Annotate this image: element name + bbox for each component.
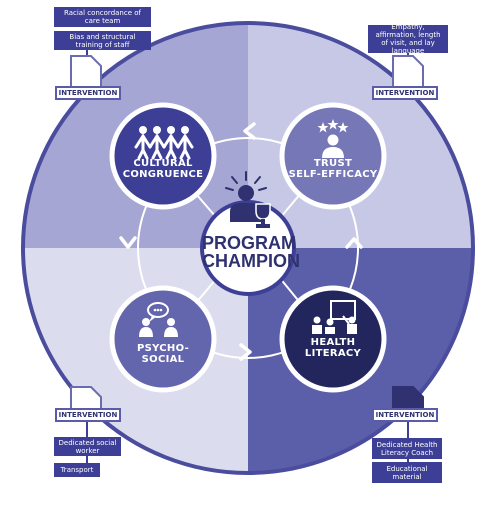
intervention-tag-top-right: INTERVENTION [372,86,438,100]
person-stars-icon [317,119,349,158]
people-group-icon [134,126,194,160]
outer-ring [21,21,475,475]
arrow-right-icon [239,343,252,361]
node-cultural-label-line2: CONGRUENCE [122,169,204,180]
node-cultural-label: CULTURAL CONGRUENCE [118,158,208,180]
intervention-item: Dedicated social worker [54,437,121,456]
node-cultural-label-line1: CULTURAL [133,158,193,169]
intervention-item: Educational material [372,462,442,483]
intervention-tag-bottom-right: INTERVENTION [372,408,438,422]
conversation-icon [139,302,178,337]
arrow-up-icon [345,237,363,249]
document-icon-top-right [392,55,424,89]
node-psycho-label: PSYCHO-SOCIAL [118,343,208,365]
document-icon-top-left [70,55,102,89]
node-health [279,285,387,393]
node-trust [279,102,387,210]
intervention-item: Racial concordance of care team [54,7,151,27]
node-health-label: HEALTH LITERACY [288,337,378,359]
document-icon-bottom-right [392,386,424,412]
intervention-tag-bottom-left: INTERVENTION [55,408,121,422]
center-title-line2: CHAMPION [202,251,300,271]
center-title: PROGRAM CHAMPION [202,233,300,271]
arrow-down-icon [119,236,137,249]
node-health-label-line1: HEALTH [310,337,356,348]
center-champion [200,171,296,296]
node-psycho [109,285,217,393]
champion-trophy-icon [225,171,271,228]
node-trust-label-line1: TRUST [313,158,353,169]
node-trust-label: TRUST SELF-EFFICACY [288,158,378,180]
center-title-line1: PROGRAM [202,233,296,253]
intervention-tag-top-left: INTERVENTION [55,86,121,100]
node-health-label-line2: LITERACY [304,348,362,359]
intervention-item: Transport [54,463,100,477]
intervention-item: Dedicated Health Literacy Coach [372,438,442,459]
cycle-arrows [119,122,363,361]
intervention-item: Empathy, affirmation, length of visit, a… [368,23,448,55]
node-psycho-label-line1: PSYCHO-SOCIAL [136,343,190,365]
intervention-item: Bias and structural training of staff [54,31,151,50]
doc-icons [70,55,424,412]
document-icon-bottom-left [70,386,102,412]
cycle-ring [137,137,359,359]
node-trust-label-line2: SELF-EFFICACY [288,169,378,180]
node-cultural [109,102,217,210]
classroom-icon [312,300,357,334]
arrow-left-icon [243,122,256,140]
